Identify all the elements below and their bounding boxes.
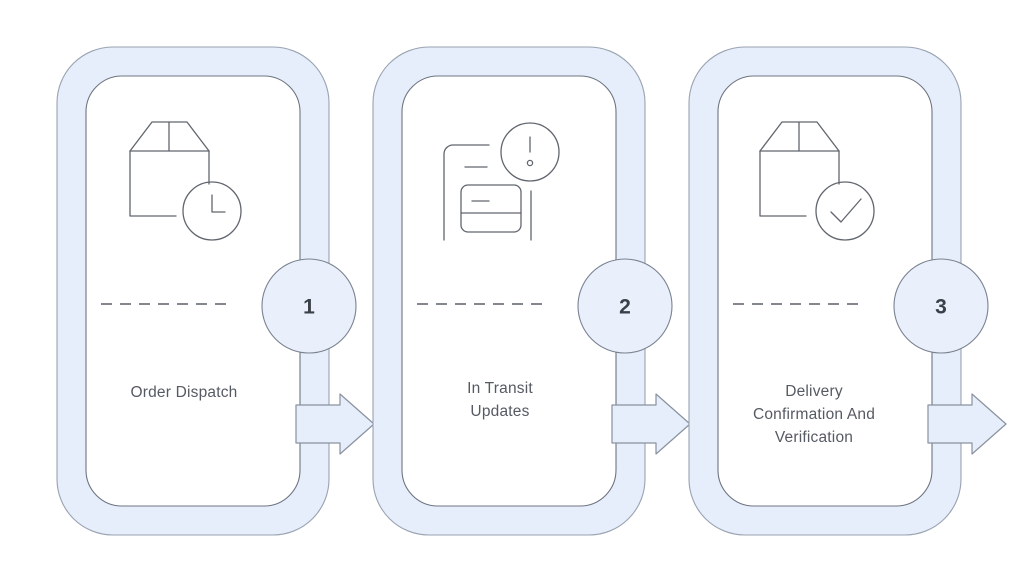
badge-circle-2 — [577, 258, 673, 354]
step-label-2-line-1: In Transit — [467, 380, 533, 397]
badge-circle-3 — [893, 258, 989, 354]
arrow-2-to-3 — [611, 393, 691, 455]
clock-hands — [211, 194, 226, 213]
package-box-body — [759, 150, 807, 217]
step-card-2[interactable]: 2 In Transit Updates — [372, 46, 691, 536]
step-label-1: Order Dispatch — [130, 384, 237, 401]
package-check-icon — [759, 121, 875, 241]
step-label-2-line-2: Updates — [470, 403, 529, 420]
card-panel — [460, 184, 522, 233]
package-box-body — [129, 150, 177, 217]
check-circle — [815, 181, 875, 241]
step-card-3[interactable]: 3 Delivery Confirmation And Verification — [688, 46, 1007, 536]
badge-number-3: 3 — [935, 296, 947, 319]
alert-exclamation-dot — [526, 159, 534, 167]
step-badge-3[interactable]: 3 — [893, 258, 989, 354]
step-card-1[interactable]: 1 Order Dispatch — [56, 46, 375, 536]
step-label-3-line-3: Verification — [775, 429, 853, 446]
package-clock-icon — [129, 121, 242, 241]
step-badge-1[interactable]: 1 — [261, 258, 357, 354]
arrow-3-out — [927, 393, 1007, 455]
badge-number-1: 1 — [303, 296, 315, 319]
step-label-3-line-2: Confirmation And — [753, 406, 875, 423]
alert-circle — [500, 122, 560, 182]
mobile-alert-icon — [443, 122, 560, 241]
step-badge-2[interactable]: 2 — [577, 258, 673, 354]
check-mark — [830, 198, 862, 223]
step-label-3-line-1: Delivery — [785, 383, 843, 400]
arrow-1-to-2 — [295, 393, 375, 455]
clock-circle — [182, 181, 242, 241]
badge-number-2: 2 — [619, 296, 631, 319]
badge-circle-1 — [261, 258, 357, 354]
mobile-device — [443, 144, 490, 241]
